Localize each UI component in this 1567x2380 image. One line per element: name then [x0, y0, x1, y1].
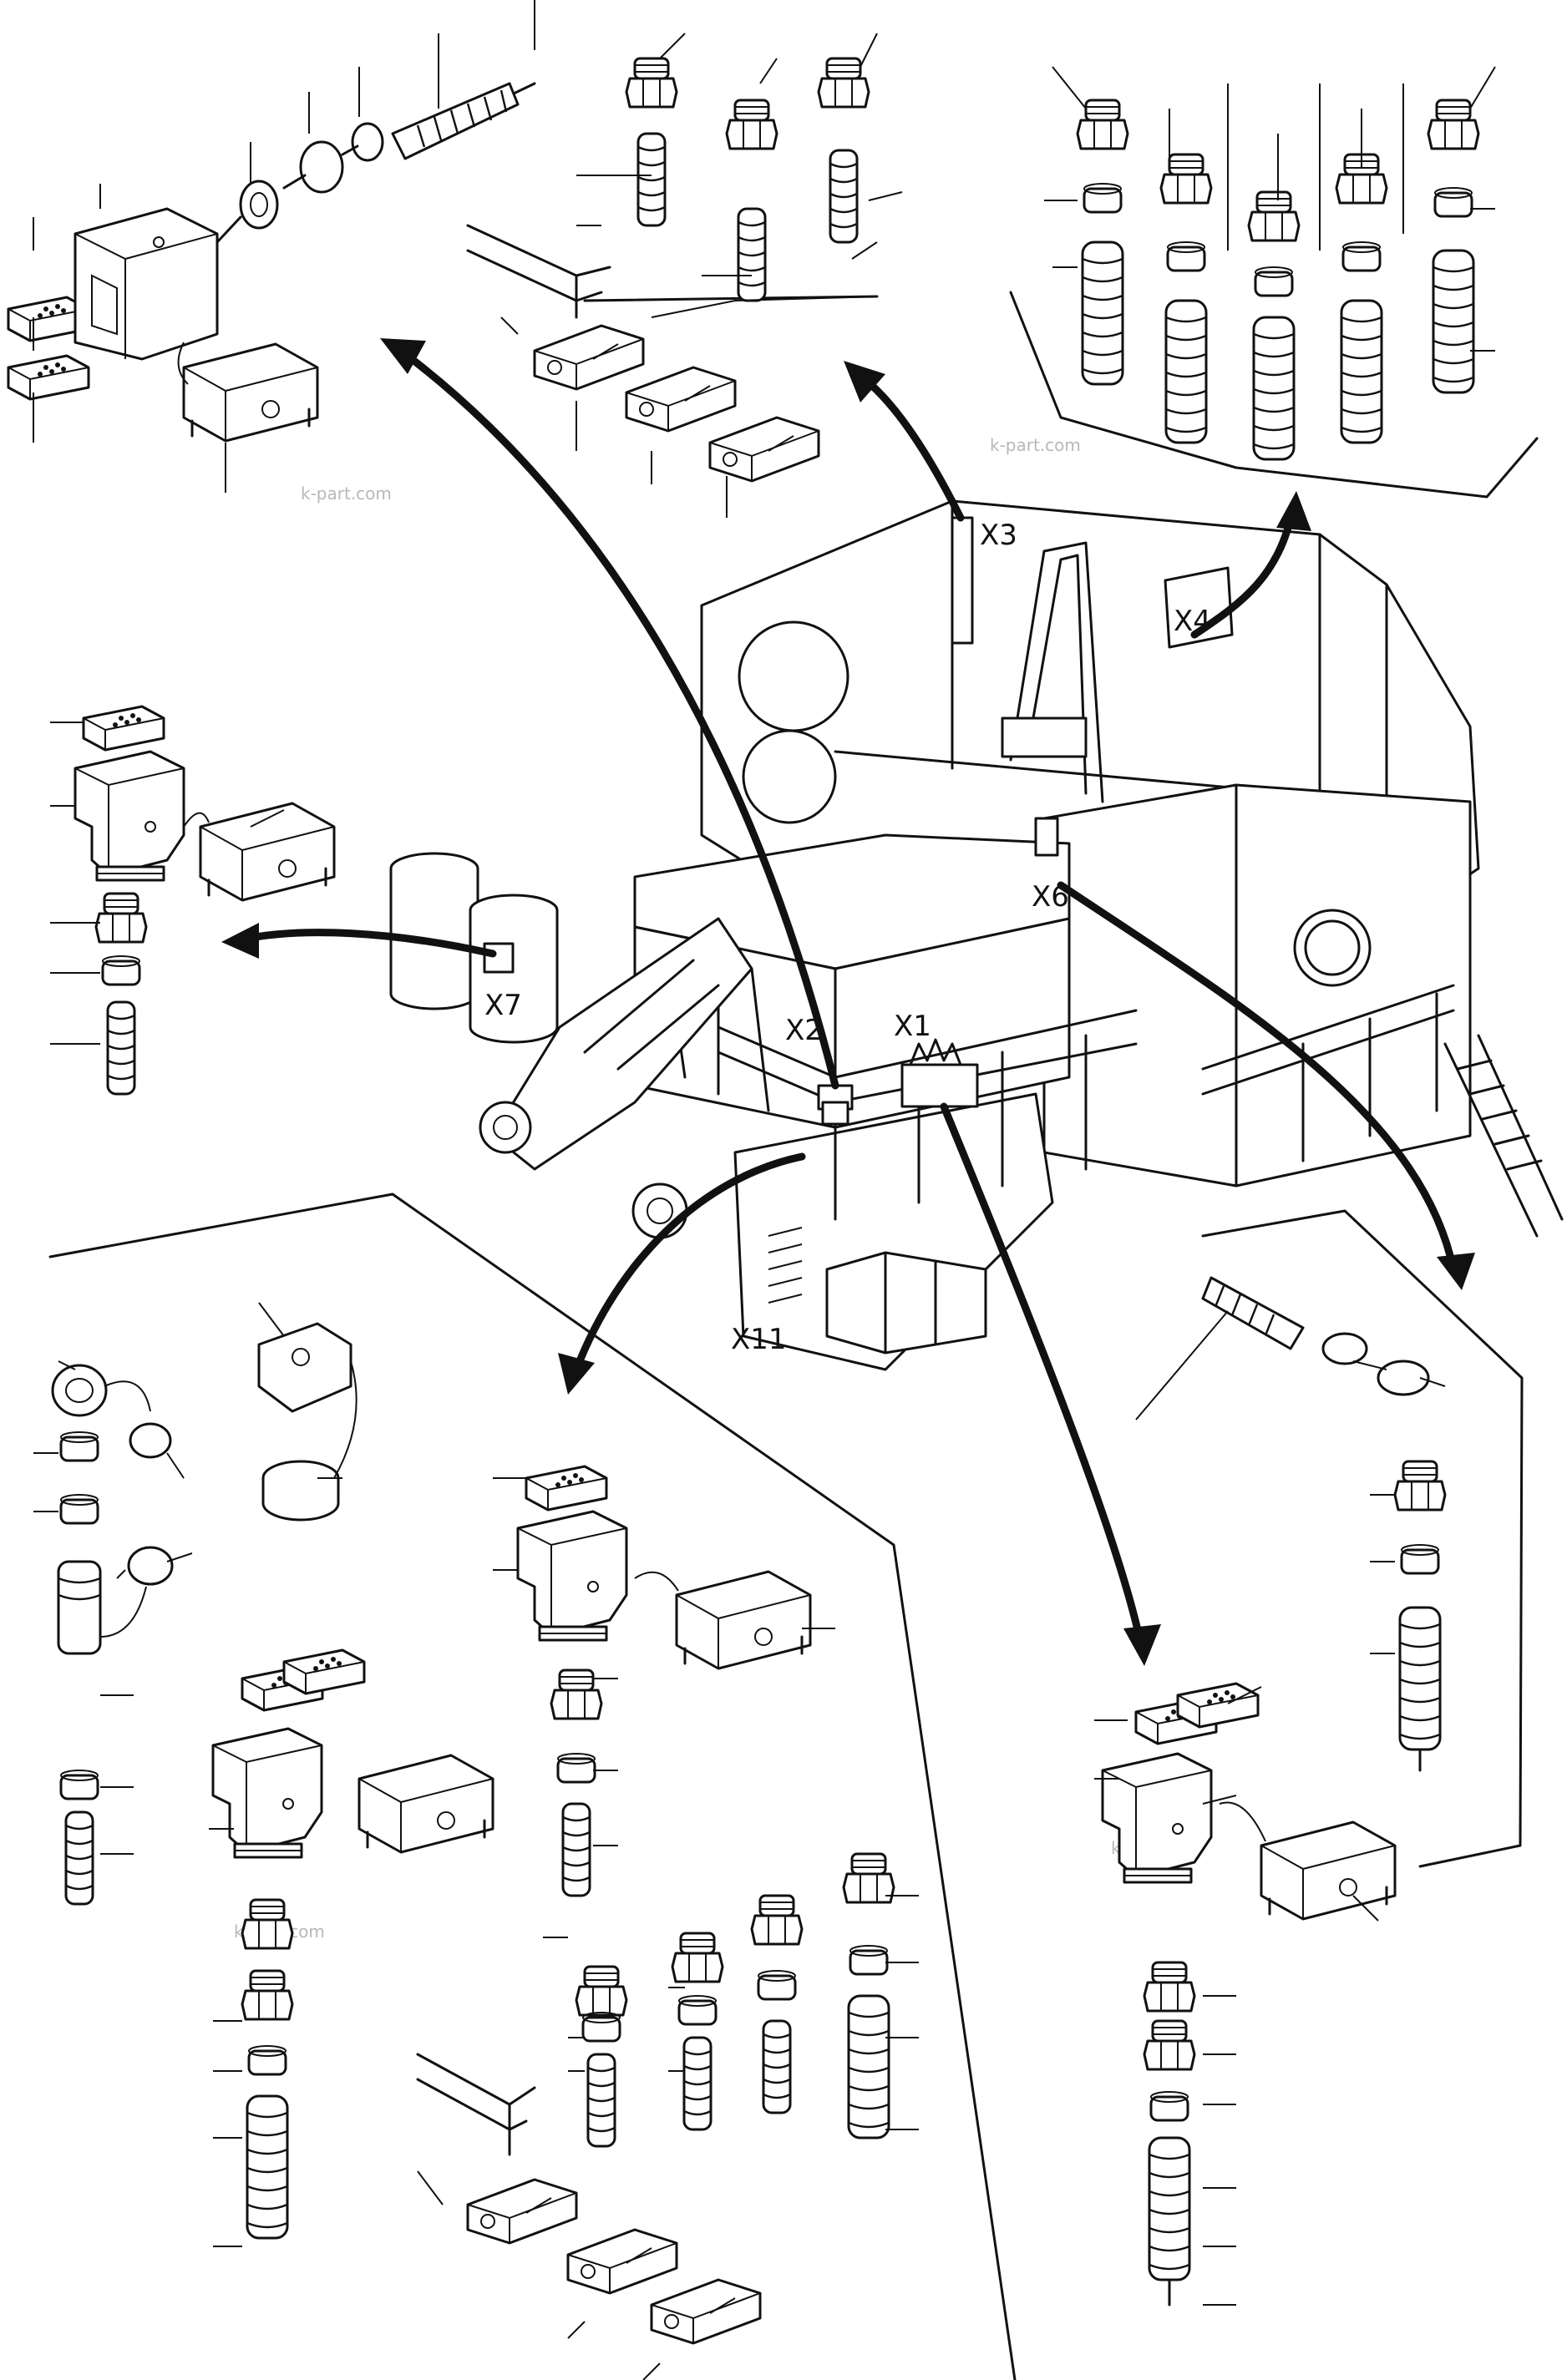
callout-leaders [33, 0, 1496, 2380]
machine-body [389, 499, 1564, 1371]
assembly-left-middle [74, 705, 336, 1096]
label-x11: X11 [731, 1323, 787, 1356]
panel-outline-top-right [1009, 291, 1539, 499]
panel-outline-bottom-left [48, 1193, 1017, 2380]
assembly-bottom-right [1101, 1276, 1447, 2307]
watermark-1: k-part.com [301, 484, 392, 504]
watermark-2: k-part.com [990, 435, 1081, 455]
label-x1: X1 [894, 1010, 931, 1043]
label-x3: X3 [980, 519, 1017, 552]
assembly-top-center [466, 57, 878, 483]
assembly-top-left [7, 82, 536, 443]
leader-arrows [221, 338, 1475, 1666]
connector-box-x6 [1034, 817, 1059, 857]
connector-box-x11 [821, 1101, 849, 1126]
connector-box-x1 [900, 1063, 979, 1108]
assembly-bottom-left [51, 1322, 895, 2345]
label-x7: X7 [484, 989, 522, 1022]
panel-outline-bottom-right [1201, 1209, 1524, 1868]
connector-box-x7 [483, 942, 515, 974]
connector-box-x4 [1164, 566, 1234, 649]
connector-box-x3 [951, 516, 974, 645]
